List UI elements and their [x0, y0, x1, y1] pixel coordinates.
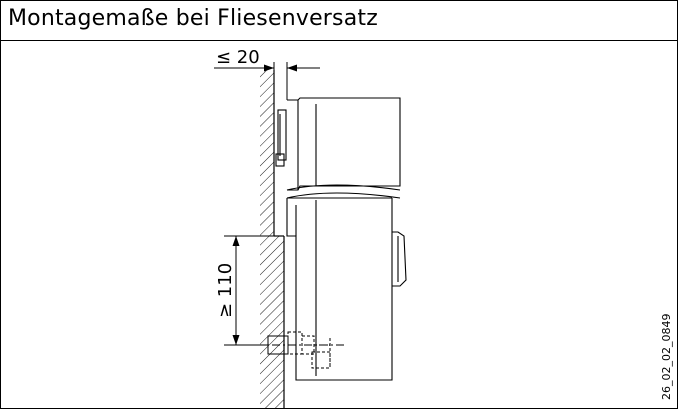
diagram-title: Montagemaße bei Fliesenversatz [8, 6, 378, 31]
dimension-side [224, 235, 274, 346]
appliance-upper [275, 97, 401, 191]
dimension-side-label: ≥ 110 [215, 263, 236, 318]
break-lines [286, 184, 401, 199]
dimension-top [214, 62, 320, 100]
wall-lower [260, 235, 285, 408]
appliance-lower [286, 197, 407, 381]
figure-code: 26_02_02_0849 [660, 314, 673, 401]
wall-upper [260, 70, 275, 236]
dimension-top-label: ≤ 20 [216, 47, 260, 68]
